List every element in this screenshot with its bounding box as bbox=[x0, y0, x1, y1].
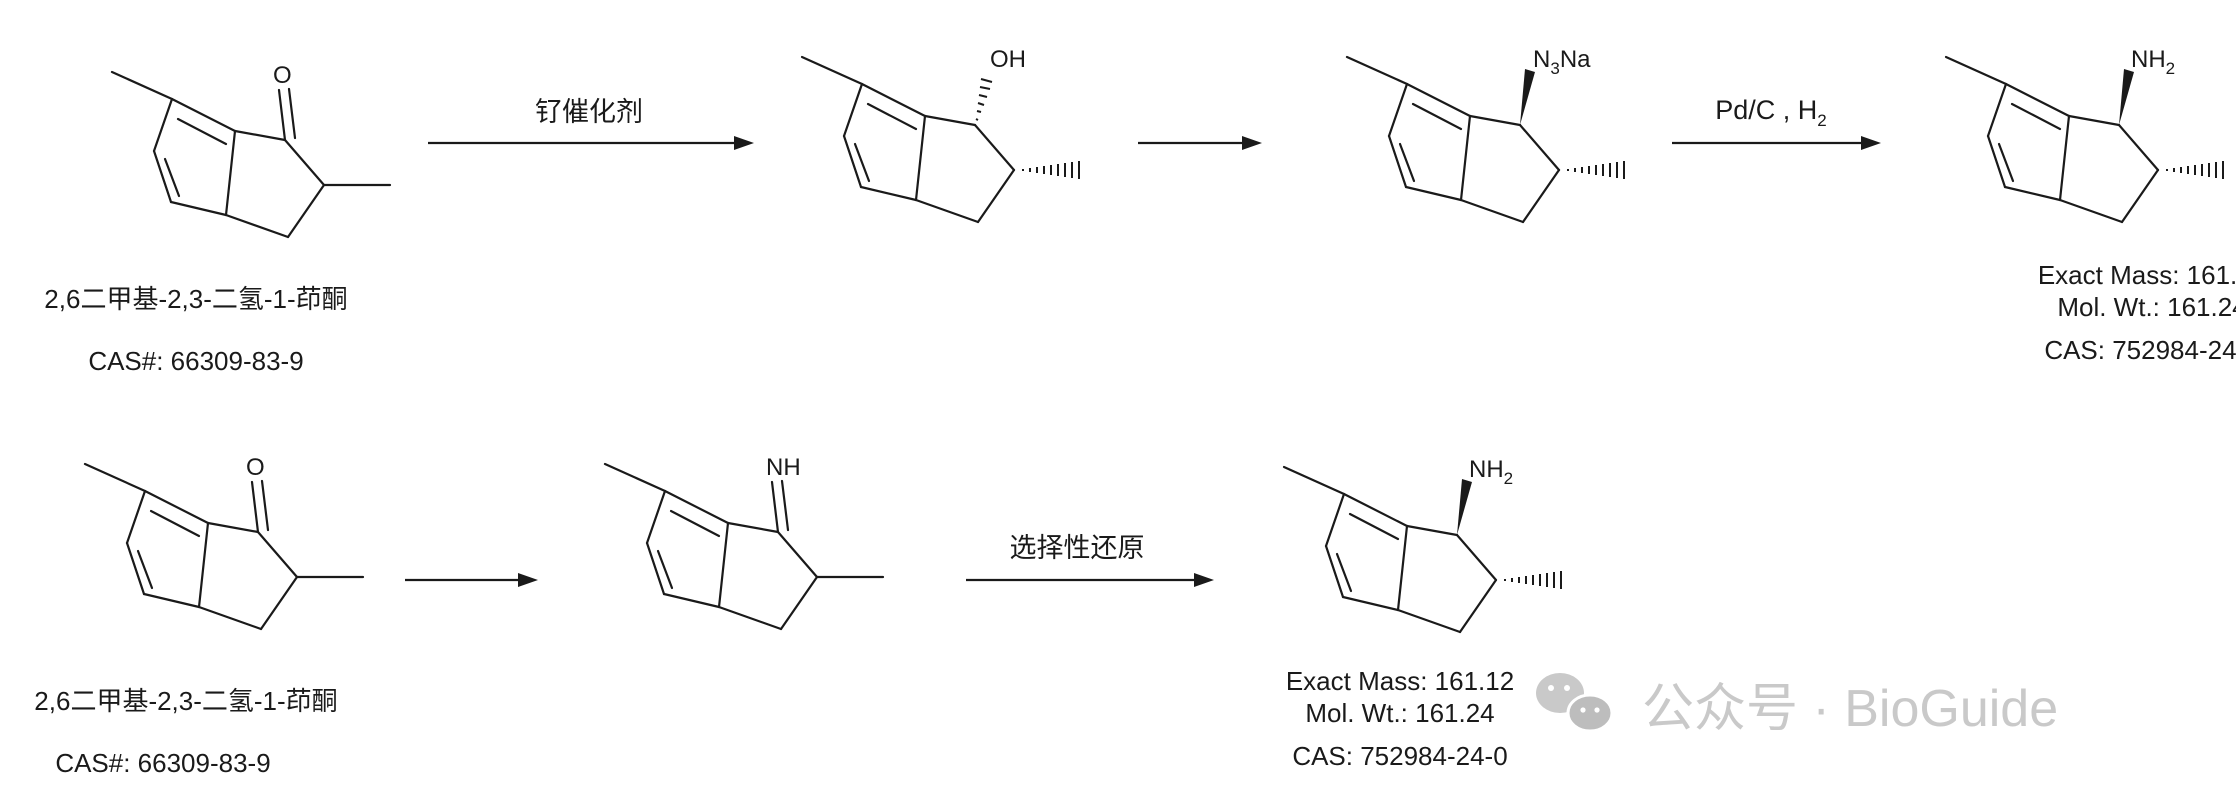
row1-product-mol-wt: Mol. Wt.: 161.24 bbox=[2057, 292, 2236, 322]
row1-product-molecule: NH2 bbox=[1944, 46, 2224, 224]
row2-arrow-2 bbox=[966, 573, 1214, 587]
row2-imine-molecule: NH bbox=[603, 454, 885, 631]
row1-start-cas: CAS#: 66309-83-9 bbox=[88, 346, 303, 376]
row1-start-molecule: O bbox=[110, 62, 392, 239]
row1-reagent-1: 钌催化剂 bbox=[535, 97, 643, 127]
amine-label: NH2 bbox=[2131, 46, 2175, 78]
row2-arrow-1 bbox=[405, 573, 538, 587]
row1-reagent-3: Pd/C , H2 bbox=[1715, 95, 1827, 130]
row2-product-exact-mass: Exact Mass: 161.12 bbox=[1286, 666, 1514, 696]
row2-product-molecule: NH2 bbox=[1282, 456, 1562, 634]
imine-label: NH bbox=[766, 454, 801, 481]
carbonyl-oxygen-label: O bbox=[273, 62, 292, 89]
row1-arrow-3 bbox=[1672, 136, 1881, 150]
row2-start-cas: CAS#: 66309-83-9 bbox=[55, 748, 270, 778]
azide-label: N3Na bbox=[1533, 46, 1591, 78]
row1-product-exact-mass: Exact Mass: 161.12 bbox=[2038, 260, 2236, 290]
row1-start-name: 2,6二甲基-2,3-二氢-1-茚酮 bbox=[44, 284, 347, 314]
row2-start-molecule: O bbox=[83, 454, 365, 631]
row2-product-mol-wt: Mol. Wt.: 161.24 bbox=[1305, 698, 1494, 728]
row1-arrow-1 bbox=[428, 136, 754, 150]
carbonyl-oxygen-label: O bbox=[246, 454, 265, 481]
row2-reagent-2: 选择性还原 bbox=[1010, 533, 1145, 563]
row1-azide-molecule: N3Na bbox=[1345, 46, 1625, 224]
amine-label: NH2 bbox=[1469, 456, 1513, 488]
row1-arrow-2 bbox=[1138, 136, 1262, 150]
row2-product-cas: CAS: 752984-24-0 bbox=[1292, 741, 1507, 771]
wechat-icon bbox=[1536, 673, 1614, 733]
row2-start-name: 2,6二甲基-2,3-二氢-1-茚酮 bbox=[34, 686, 337, 716]
row1-alcohol-molecule: OH bbox=[800, 46, 1080, 224]
hydroxyl-label: OH bbox=[990, 46, 1026, 73]
row1-product-cas: CAS: 752984-24-0 bbox=[2044, 335, 2236, 365]
watermark-text: 公众号 · BioGuide bbox=[1642, 680, 2058, 738]
